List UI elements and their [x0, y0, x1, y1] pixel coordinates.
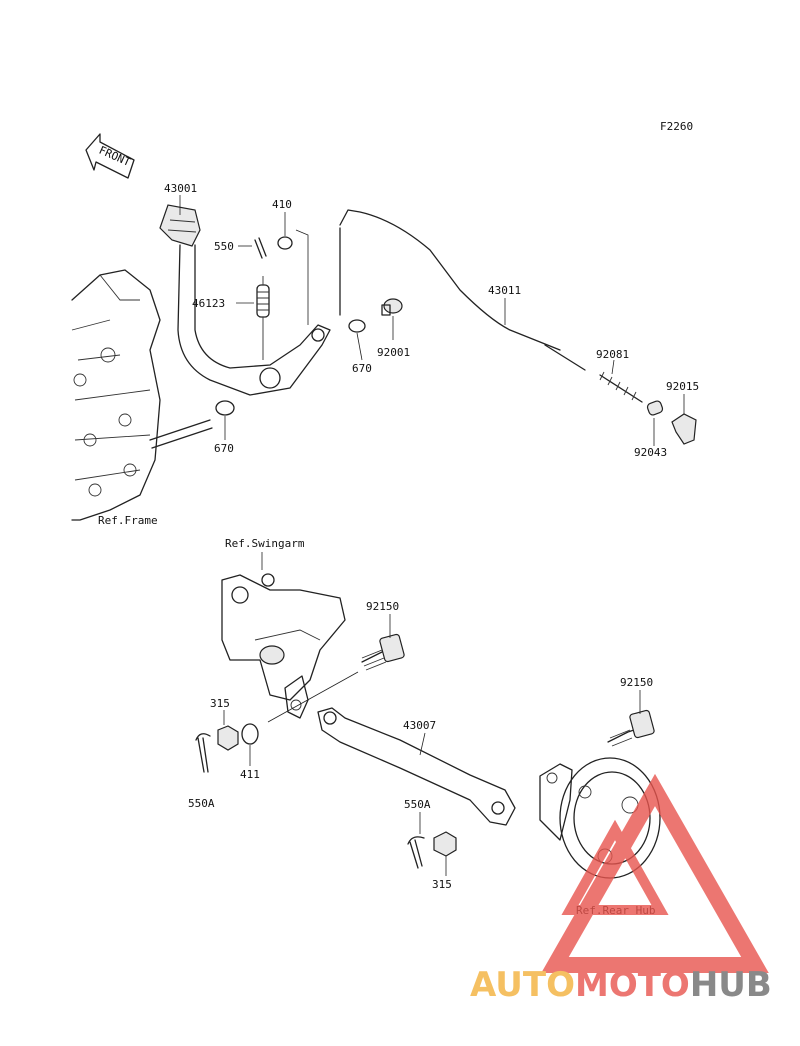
part-410: 410	[272, 198, 292, 211]
part-92150-upper: 92150	[366, 600, 399, 613]
bolt-92001	[381, 298, 403, 316]
part-43007: 43007	[403, 719, 436, 732]
part-315-left: 315	[210, 697, 230, 710]
collar-92043	[646, 400, 664, 416]
bolt-92150-upper	[361, 633, 405, 671]
diagram-code: F2260	[660, 120, 693, 133]
swingarm-illustration	[221, 573, 346, 719]
brake-pedal	[159, 204, 331, 396]
part-92001: 92001	[377, 346, 410, 359]
spring-92081	[599, 371, 643, 403]
part-670-right: 670	[352, 362, 372, 375]
part-550A-right: 550A	[404, 798, 431, 811]
ref-swingarm-label: Ref.Swingarm	[225, 537, 305, 550]
nut-315-left	[217, 725, 239, 751]
part-92015: 92015	[666, 380, 699, 393]
part-315-right: 315	[432, 878, 452, 891]
cotter-pin-550A-right	[407, 836, 425, 869]
part-92150-lower: 92150	[620, 676, 653, 689]
torque-link-43007	[317, 707, 516, 826]
washer-411	[241, 723, 259, 745]
part-43001: 43001	[164, 182, 197, 195]
part-411: 411	[240, 768, 260, 781]
part-92043: 92043	[634, 446, 667, 459]
cotter-pin-550	[254, 237, 267, 259]
spring-46123	[256, 276, 270, 360]
front-arrow-icon: FRONT	[85, 133, 135, 179]
automotohub-watermark-logo: AUTOMOTOHUB	[470, 773, 772, 1005]
svg-text:AUTOMOTOHUB: AUTOMOTOHUB	[470, 965, 772, 1005]
part-92081: 92081	[596, 348, 629, 361]
bolt-92150-lower	[607, 709, 655, 747]
part-550-top: 550	[214, 240, 234, 253]
part-46123: 46123	[192, 297, 225, 310]
cotter-pin-550A-left	[195, 733, 211, 773]
part-43011: 43011	[488, 284, 521, 297]
o-ring-670-right	[348, 319, 366, 333]
part-550A-left: 550A	[188, 797, 215, 810]
nut-315-right	[433, 831, 457, 857]
o-ring-670-left	[215, 400, 235, 416]
ref-frame-label: Ref.Frame	[98, 514, 158, 527]
brake-rod-43011	[339, 209, 586, 371]
frame-illustration	[71, 269, 213, 521]
part-670-left: 670	[214, 442, 234, 455]
washer-410	[277, 236, 293, 250]
wing-nut-92015	[671, 413, 697, 445]
